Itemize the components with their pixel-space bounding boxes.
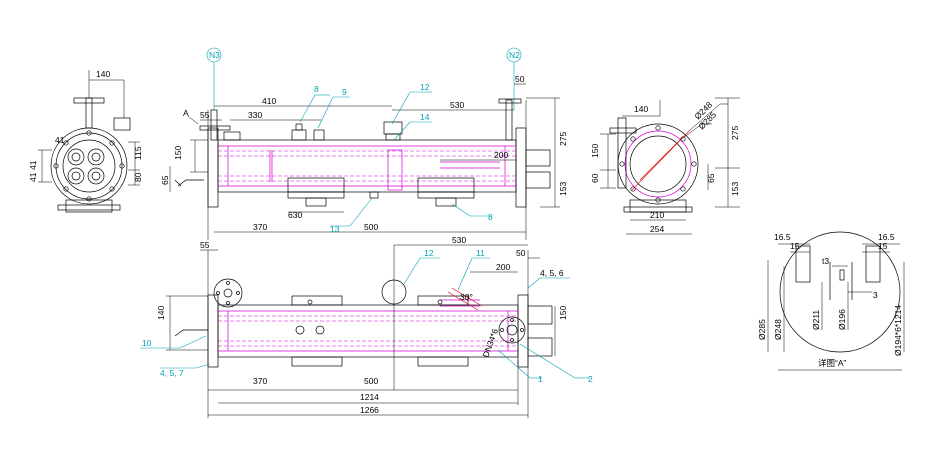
plan-d140: 140 (156, 306, 166, 320)
right-d65: 65 (706, 173, 716, 183)
detail-d248: Ø248 (773, 319, 783, 340)
detail-d1214: Ø194*6*1214 (893, 305, 903, 356)
left-d80: 80 (133, 172, 143, 182)
left-d41a: 41 (28, 160, 38, 170)
label-457: 4, 5, 7 (160, 368, 184, 378)
plan-d1266: 1266 (360, 405, 379, 415)
left-end-view: 140 41 41 115 80 41 (28, 69, 143, 213)
front-d150: 150 (173, 146, 183, 160)
detail-d165a: 16.5 (774, 232, 791, 242)
right-d150: 150 (590, 144, 600, 158)
front-d50: 50 (515, 74, 525, 84)
bubble-n3: N3 (209, 50, 220, 60)
plan-d200: 200 (496, 262, 510, 272)
front-d200: 200 (494, 150, 508, 160)
left-d115: 115 (133, 146, 143, 160)
front-d275: 275 (558, 132, 568, 146)
label-13: 13 (330, 224, 340, 234)
front-d410: 410 (262, 96, 276, 106)
detail-d15b: 15 (878, 241, 888, 251)
right-d210: 210 (650, 210, 664, 220)
label-11: 11 (476, 248, 485, 258)
plan-d55: 55 (200, 240, 210, 250)
right-d254: 254 (650, 224, 664, 234)
front-d153: 153 (558, 182, 568, 196)
right-d153: 153 (730, 182, 740, 196)
label-2: 2 (588, 374, 593, 384)
front-d370: 370 (253, 222, 267, 232)
plan-d1214: 1214 (360, 392, 379, 402)
detail-d211: Ø211 (811, 310, 821, 330)
front-d65: 65 (160, 175, 170, 185)
label-1: 1 (538, 374, 543, 384)
left-d41c: 41 (55, 135, 65, 145)
label-a: A (183, 108, 189, 118)
front-d530: 530 (450, 100, 464, 110)
label-10: 10 (142, 338, 152, 348)
plan-d150: 150 (558, 306, 568, 320)
right-end-view: 140 Ø248 Ø285 275 150 60 65 153 210 254 (590, 97, 740, 235)
detail-d165b: 16.5 (878, 232, 895, 242)
plan-d30: 30° (460, 292, 473, 302)
plan-d456: 4, 5, 6 (540, 268, 564, 278)
front-d500: 500 (364, 222, 378, 232)
detail-d15a: 15 (790, 241, 800, 251)
front-d55: 55 (200, 110, 210, 120)
right-d60: 60 (590, 173, 600, 183)
plan-d500: 500 (364, 376, 378, 386)
right-d275: 275 (730, 126, 740, 140)
front-view: N3 N2 (160, 47, 568, 240)
plan-d50: 50 (516, 248, 526, 258)
detail-d3: 3 (873, 290, 878, 300)
left-d41b: 41 (28, 172, 38, 182)
plan-dn: DN34*6 (480, 327, 500, 359)
detail-d196: Ø196 (837, 309, 847, 330)
label-9: 9 (342, 87, 347, 97)
label-12-plan: 12 (424, 248, 434, 258)
front-d330: 330 (248, 110, 262, 120)
detail-a-view: 16.5 15 16.5 15 t3 3 Ø285 Ø248 Ø211 Ø196… (757, 231, 905, 371)
plan-view: 55 530 50 200 4, 5, 6 140 150 30° DN34*6… (140, 235, 593, 418)
label-8a: 8 (314, 84, 319, 94)
left-d140: 140 (96, 69, 110, 79)
plan-d530: 530 (452, 235, 466, 245)
label-12: 12 (420, 82, 430, 92)
plan-d370: 370 (253, 376, 267, 386)
label-14: 14 (420, 112, 430, 122)
front-d630: 630 (288, 210, 302, 220)
detail-title: 详图“A” (818, 358, 847, 368)
detail-t3: t3 (822, 256, 829, 266)
detail-d285: Ø285 (757, 319, 767, 340)
label-8b: 8 (488, 212, 493, 222)
right-d140: 140 (634, 104, 648, 114)
bubble-n2: N2 (509, 50, 520, 60)
